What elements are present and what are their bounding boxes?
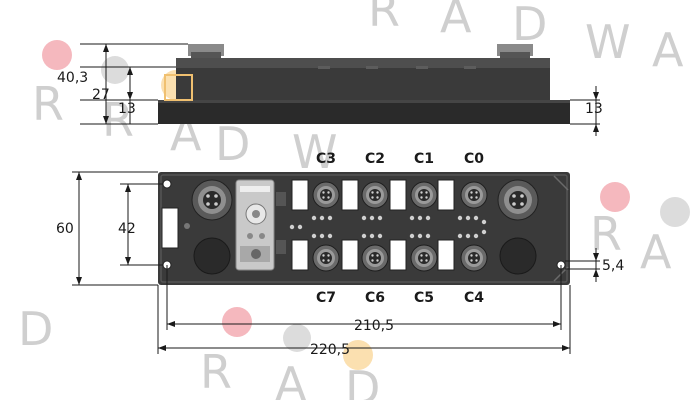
port-labels-top: C3 C2 C1 C0 (316, 151, 484, 167)
side-base-plate (158, 100, 570, 124)
left-label-plate (161, 207, 179, 249)
port-connector-c5 (410, 244, 438, 272)
watermark-dot (222, 307, 252, 337)
port-connector-c6 (361, 244, 389, 272)
label-windows-top (291, 179, 455, 211)
dim-base-height-right: 13 (585, 101, 603, 117)
port-connector-c7 (312, 244, 340, 272)
dim-base-height-left: 13 (118, 101, 136, 117)
watermark-letter: A (275, 357, 307, 400)
watermark-letter: W (585, 15, 630, 69)
watermark-dot (600, 182, 630, 212)
port-connector-c3 (312, 181, 340, 209)
port-label: C4 (464, 290, 484, 306)
front-dimensions (72, 171, 600, 354)
dim-hole-spacing-vertical: 42 (118, 221, 136, 237)
watermark-letter: D (512, 0, 547, 51)
mounting-hole (162, 179, 172, 189)
port-label: C5 (414, 290, 434, 306)
port-connector-c4 (460, 244, 488, 272)
port-label: C1 (414, 151, 434, 167)
port-label: C7 (316, 290, 336, 306)
dim-total-length: 220,5 (310, 342, 350, 358)
port-connector-c2 (361, 181, 389, 209)
watermark-letter: A (652, 23, 684, 77)
label-windows-bottom (291, 239, 455, 271)
dim-body-height: 27 (92, 87, 110, 103)
cover-cap-right (499, 237, 537, 275)
watermark-letter: W (292, 125, 337, 179)
watermark-dot (283, 324, 311, 352)
side-view (158, 44, 570, 124)
port-label: C6 (365, 290, 385, 306)
watermark-dot (42, 40, 72, 70)
watermark-letter: A (640, 225, 672, 279)
watermark-letter: D (215, 117, 250, 171)
dim-hole-spacing-horizontal: 210,5 (354, 318, 394, 334)
watermark-letter: R (368, 0, 400, 37)
watermark: R A D W A R R A D W A R A D R A D (18, 0, 684, 400)
port-connector-c1 (410, 181, 438, 209)
watermark-dot (660, 197, 690, 227)
port-connector-c0 (460, 181, 488, 209)
dim-front-height: 60 (56, 221, 74, 237)
dim-total-height: 40,3 (57, 70, 88, 86)
watermark-letter: R (32, 77, 64, 131)
port-label: C3 (316, 151, 336, 167)
watermark-dot (101, 56, 129, 84)
watermark-letter: R (200, 345, 232, 399)
watermark-letter: R (590, 207, 622, 261)
port-label: C2 (365, 151, 385, 167)
dim-hole-diameter: 5,4 (602, 258, 624, 274)
port-labels-bottom: C7 C6 C5 C4 (316, 290, 484, 306)
port-label: C0 (464, 151, 484, 167)
cover-cap-left (193, 237, 231, 275)
watermark-letter: A (440, 0, 472, 43)
io-ports (312, 181, 488, 272)
watermark-letter: D (18, 302, 53, 356)
status-leds (289, 215, 487, 239)
